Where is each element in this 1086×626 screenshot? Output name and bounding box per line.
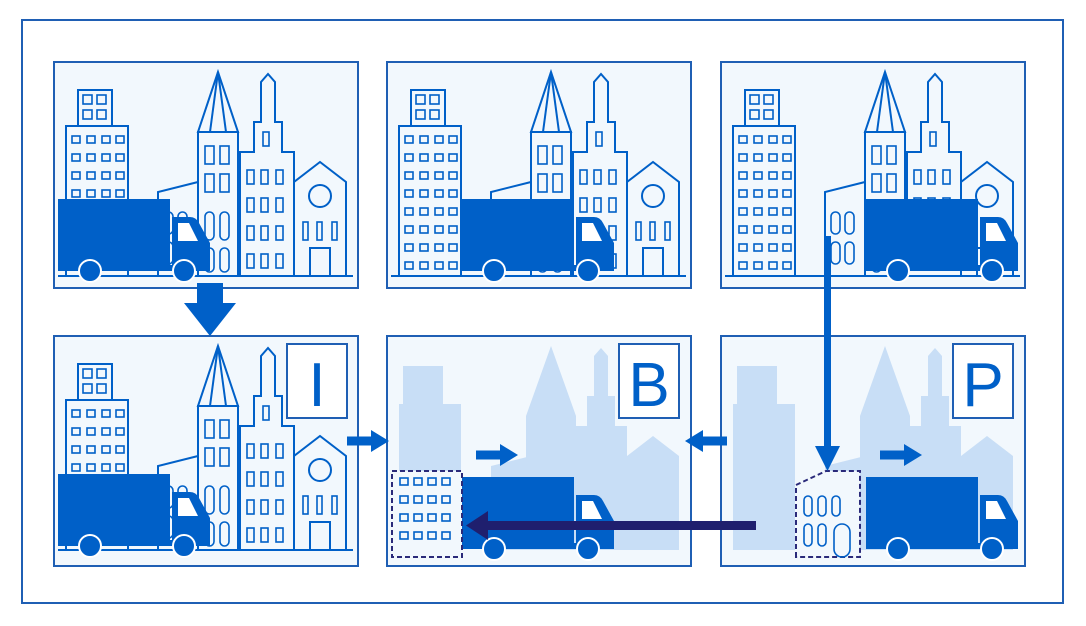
p-label-box [952, 343, 1014, 419]
p-label: P [962, 351, 1003, 420]
i-label: I [308, 351, 325, 420]
arrow-down-to-i [184, 283, 236, 336]
arrow-backward-reference [466, 511, 756, 540]
b-label: B [628, 351, 669, 420]
b-label-box [618, 343, 680, 419]
frame-top-3 [720, 61, 1026, 289]
frame-top-2 [386, 61, 692, 289]
p-frame: P [720, 335, 1026, 567]
arrow-down-to-p [815, 236, 840, 471]
reference-block-office [391, 470, 463, 558]
i-label-box [286, 343, 348, 419]
i-frame: I [53, 335, 359, 567]
reference-block-building [795, 470, 861, 558]
frame-top-1 [53, 61, 359, 289]
b-frame: B [386, 335, 692, 567]
